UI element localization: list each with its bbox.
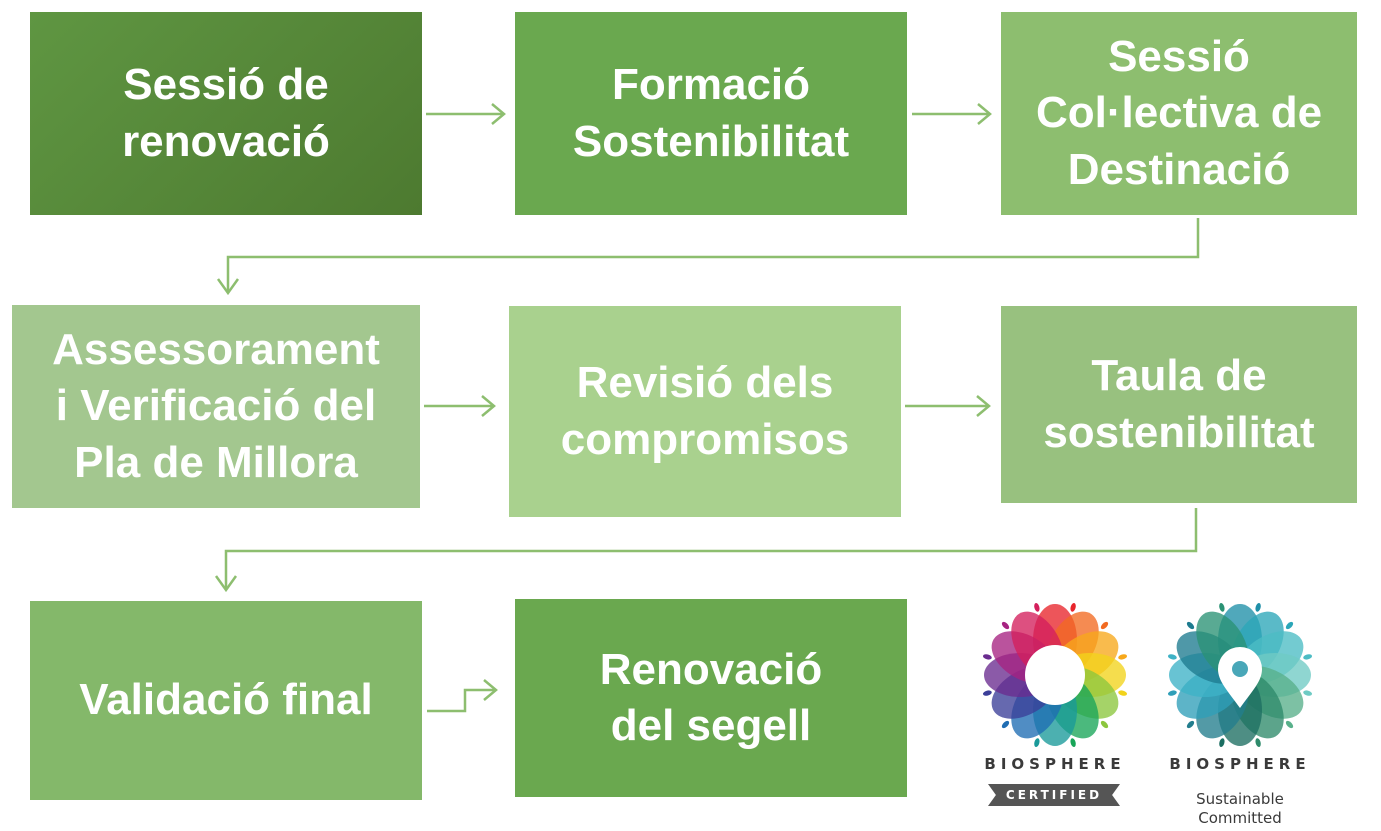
petal-dot	[1100, 621, 1109, 630]
step-label-line: Pla de Millora	[74, 437, 358, 487]
arrow-step7-step8	[427, 688, 496, 713]
step-label-line: Revisió dels	[576, 358, 834, 408]
step-validacio-final: Validació final	[30, 601, 422, 800]
arrowhead-right	[491, 103, 506, 125]
arrowhead-right	[481, 395, 496, 417]
step-label-line: Destinació	[1067, 144, 1291, 194]
logo-sub-line: Committed	[1198, 809, 1282, 827]
petal-dot	[1167, 690, 1177, 696]
arrowhead-right	[977, 103, 992, 125]
location-pin-icon	[1218, 647, 1262, 708]
flower-icon	[1167, 602, 1313, 748]
petal-dot	[982, 690, 992, 696]
step-label-line: compromisos	[560, 414, 850, 464]
petal-dot	[1167, 654, 1177, 660]
petal-dot	[1285, 720, 1294, 729]
arrowhead-right	[976, 395, 991, 417]
petal-dot	[1034, 738, 1040, 748]
step-renovacio-segell: Renovació del segell	[515, 599, 907, 797]
petal-dot	[1186, 621, 1195, 630]
petal-dot	[982, 654, 992, 660]
arrowhead-down	[216, 278, 240, 296]
petal-dot	[1118, 654, 1128, 660]
petal-dot	[1219, 738, 1225, 748]
step-sessio-renovacio: Sessió de renovació	[30, 12, 422, 215]
step-label-line: Col·lectiva de	[1035, 88, 1323, 138]
step-label-line: Formació	[611, 60, 811, 110]
arrowhead-right	[483, 679, 498, 701]
step-label-line: del segell	[610, 701, 812, 750]
logo-sub-line: Sustainable	[1196, 790, 1284, 808]
step-revisio-compromisos: Revisió dels compromisos	[509, 306, 901, 517]
arrowhead-down	[214, 575, 238, 593]
petal-dot	[1303, 690, 1313, 696]
step-label-line: i Verificació del	[55, 381, 377, 431]
petal-dot	[1070, 738, 1076, 748]
step-label-line: Assessorament	[52, 325, 380, 375]
biosphere-certified-logo: BIOSPHERE CERTIFIED	[970, 600, 1140, 831]
arrow-step6-step7	[224, 508, 1198, 589]
petal-dot	[1186, 720, 1195, 729]
step-label-line: Sessió de	[123, 60, 329, 110]
petal-dot	[1255, 602, 1261, 612]
step-taula-sostenibilitat: Taula de sostenibilitat	[1001, 306, 1357, 503]
petal-dot	[1001, 720, 1010, 729]
biosphere-wordmark: BIOSPHERE	[1169, 755, 1311, 773]
petal-dot	[1118, 690, 1128, 696]
step-label-line: sostenibilitat	[1043, 407, 1315, 457]
petal-dot	[1100, 720, 1109, 729]
certified-ribbon: CERTIFIED	[988, 784, 1120, 806]
petal-dot	[1034, 602, 1040, 612]
step-label-line: Sostenibilitat	[572, 116, 850, 166]
biosphere-wordmark: BIOSPHERE	[984, 755, 1126, 773]
arrow-step3-step4	[226, 218, 1200, 292]
step-label-line: Taula de	[1091, 351, 1267, 401]
petal-dot	[1303, 654, 1313, 660]
flower-icon	[982, 602, 1128, 748]
petal-dot	[1070, 602, 1076, 612]
petal-dot	[1219, 602, 1225, 612]
biosphere-committed-logo: BIOSPHERE Sustainable Committed	[1155, 600, 1325, 831]
sustainable-committed-label: Sustainable Committed	[1155, 790, 1325, 828]
step-label-line: Renovació	[599, 644, 823, 694]
petal-dot	[1255, 738, 1261, 748]
step-label-line: Validació final	[79, 675, 373, 725]
petal-dot	[1001, 621, 1010, 630]
step-label-line: Sessió	[1108, 32, 1250, 82]
step-label-line: renovació	[122, 116, 330, 166]
petal-dot	[1285, 621, 1294, 630]
